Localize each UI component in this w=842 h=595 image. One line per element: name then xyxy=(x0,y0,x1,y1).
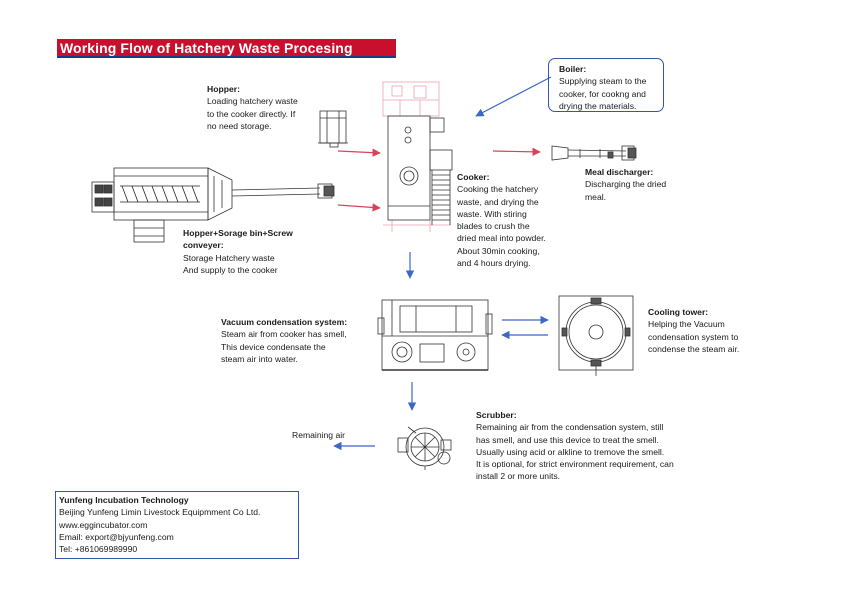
vacuum-line: Steam air from cooker has smell, xyxy=(221,329,347,340)
scrubber-line: It is optional, for strict environment r… xyxy=(476,459,674,470)
arrow-hopper-to-cooker xyxy=(337,148,381,157)
scrubber-line: has smell, and use this device to treat … xyxy=(476,434,659,445)
scrubber-line: install 2 or more units. xyxy=(476,471,561,482)
scrubber-drawing xyxy=(397,426,452,470)
cooker-drawing xyxy=(382,81,453,232)
boiler-heading: Boiler: xyxy=(559,64,587,74)
vacuum-line: steam air into water. xyxy=(221,353,298,364)
hopper-line: no need storage. xyxy=(207,120,272,131)
scrubber-label: Scrubber: Remaining air from the condens… xyxy=(476,409,674,483)
boiler-line: cooker, for cookng and xyxy=(559,88,646,99)
meal-discharger-line: meal. xyxy=(585,191,607,202)
hopper-drawing xyxy=(318,110,348,148)
cooling-tower-line: condense the steam air. xyxy=(648,343,740,354)
meal-discharger-line: Discharging the dried xyxy=(585,179,667,190)
hopper-label: Hopper: Loading hatchery waste to the co… xyxy=(207,83,298,132)
storage-bin-line: Storage Hatchery waste xyxy=(183,252,275,263)
storage-bin-label: Hopper+Sorage bin+Screw conveyer: Storag… xyxy=(183,227,293,276)
hopper-line: to the cooker directly. If xyxy=(207,108,296,119)
cooling-tower-line: condensation system to xyxy=(648,331,739,342)
cooling-tower-label: Cooling tower: Helping the Vacuum conden… xyxy=(648,306,739,355)
cooker-line: waste. With stiring xyxy=(457,208,527,219)
company-name: Yunfeng Incubation Technology xyxy=(59,495,189,505)
storage-bin-line: And supply to the cooker xyxy=(183,264,278,275)
storage-bin-conveyer-drawing xyxy=(91,167,335,243)
boiler-line: drying the materials. xyxy=(559,100,637,111)
contact-text: Yunfeng Incubation Technology Beijing Yu… xyxy=(59,494,260,555)
contact-box: Yunfeng Incubation Technology Beijing Yu… xyxy=(55,491,299,559)
cooling-tower-heading: Cooling tower: xyxy=(648,307,709,317)
company-phone: Tel: +861069989990 xyxy=(59,544,138,555)
cooker-line: Cooking the hatchery xyxy=(457,184,539,195)
meal-discharger-drawing xyxy=(551,145,637,161)
vacuum-label: Vacuum condensation system: Steam air fr… xyxy=(221,316,347,365)
title-bar xyxy=(57,39,396,58)
vacuum-line: This device condensate the xyxy=(221,341,326,352)
vacuum-heading: Vacuum condensation system: xyxy=(221,317,348,327)
cooker-line: waste, and drying the xyxy=(457,196,539,207)
boiler-box xyxy=(548,58,664,112)
cooker-line: dried meal into powder. xyxy=(457,233,546,244)
meal-discharger-label: Meal discharger: Discharging the dried m… xyxy=(585,166,666,203)
company-legal-name: Beijing Yunfeng Limin Livestock Equipmme… xyxy=(59,507,261,518)
vacuum-condensation-drawing xyxy=(377,299,493,371)
company-email[interactable]: Email: export@bjyunfeng.com xyxy=(59,531,174,542)
remaining-air-label: Remaining air xyxy=(292,430,346,440)
cooker-label: Cooker: Cooking the hatchery waste, and … xyxy=(457,171,546,269)
cooling-tower-line: Helping the Vacuum xyxy=(648,319,725,330)
cooker-line: About 30min cooking, xyxy=(457,245,540,256)
boiler-line: Supplying steam to the xyxy=(559,76,647,87)
page-title: Working Flow of Hatchery Waste Procesing xyxy=(60,40,353,56)
company-website[interactable]: www.eggincubator.com xyxy=(59,519,148,530)
scrubber-line: Usually using acid or alkline to tremove… xyxy=(476,446,665,457)
scrubber-heading: Scrubber: xyxy=(476,410,517,420)
boiler-label: Boiler: Supplying steam to the cooker, f… xyxy=(559,63,646,112)
scrubber-line: Remaining air from the condensation syst… xyxy=(476,422,664,433)
arrow-boiler-to-cooker xyxy=(475,76,552,117)
arrow-bin-to-cooker xyxy=(337,203,381,212)
meal-discharger-heading: Meal discharger: xyxy=(585,167,654,177)
storage-bin-heading: conveyer: xyxy=(183,240,224,251)
arrow-cooker-to-discharger xyxy=(492,147,541,157)
hopper-heading: Hopper: xyxy=(207,84,240,94)
cooling-tower-drawing xyxy=(558,295,634,376)
storage-bin-heading: Hopper+Sorage bin+Screw xyxy=(183,228,293,238)
cooker-heading: Cooker: xyxy=(457,172,490,182)
cooker-line: and 4 hours drying. xyxy=(457,258,531,269)
cooker-line: blades to crush the xyxy=(457,221,530,232)
hopper-line: Loading hatchery waste xyxy=(207,96,298,107)
